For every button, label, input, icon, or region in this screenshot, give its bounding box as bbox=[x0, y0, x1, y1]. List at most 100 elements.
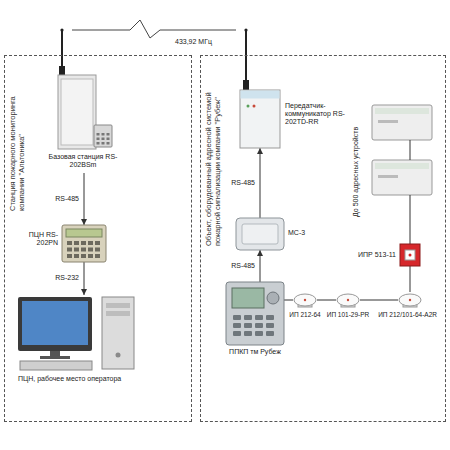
key bbox=[102, 142, 105, 145]
address-module-bottom bbox=[372, 160, 432, 195]
device-label: ИПР 513-11 bbox=[354, 251, 396, 259]
manual-call-point-icon bbox=[400, 244, 420, 266]
interface-label: RS-485 bbox=[54, 195, 80, 203]
module-band bbox=[375, 108, 429, 114]
key bbox=[266, 315, 274, 320]
key bbox=[244, 331, 252, 336]
antenna-base bbox=[243, 80, 249, 90]
key bbox=[81, 254, 86, 258]
key bbox=[107, 133, 110, 136]
key bbox=[255, 331, 263, 336]
device-label: ИП 212-64 bbox=[283, 311, 327, 318]
key bbox=[81, 248, 86, 252]
combined-detector-icon bbox=[398, 292, 422, 308]
system-unit bbox=[102, 297, 134, 369]
key bbox=[97, 142, 100, 145]
led bbox=[247, 105, 250, 108]
key bbox=[67, 248, 72, 252]
call-point-dot bbox=[409, 254, 412, 257]
interface-converter: МС-3 bbox=[236, 218, 284, 250]
key bbox=[74, 254, 79, 258]
detector-led bbox=[347, 299, 349, 301]
module-case bbox=[372, 160, 432, 195]
key bbox=[95, 241, 100, 245]
monitor bbox=[18, 297, 92, 351]
monitor-foot bbox=[40, 356, 70, 359]
key bbox=[67, 241, 72, 245]
device-label: ППКП тм Рубеж bbox=[216, 348, 294, 356]
transmitter-communicator: Передатчик-коммуникатор RS-202TD-RR bbox=[240, 90, 280, 148]
device-label: ИП 101-29-PR bbox=[322, 311, 374, 318]
converter-lid bbox=[242, 224, 278, 244]
transmitter-communicator-icon bbox=[240, 90, 280, 148]
module-slot bbox=[378, 175, 398, 178]
key bbox=[88, 254, 93, 258]
device-label: МС-3 bbox=[288, 229, 318, 237]
led bbox=[253, 105, 256, 108]
interface-label: RS-485 bbox=[230, 262, 256, 270]
detector-body bbox=[337, 294, 359, 306]
key bbox=[95, 254, 100, 258]
smoke-detector: ИП 212-64 bbox=[293, 292, 317, 308]
heat-detector: ИП 101-29-PR bbox=[336, 292, 360, 308]
panel-display bbox=[232, 288, 264, 308]
device-label: ИП 212/101-64-A2R bbox=[370, 311, 437, 318]
region-title: Станция пожарного мониторинга компании "… bbox=[9, 61, 26, 211]
device-label: ПЦН RS-202PN bbox=[16, 231, 58, 247]
operator-workstation: ПЦН, рабочее место оператора bbox=[14, 295, 150, 387]
key bbox=[233, 331, 241, 336]
key bbox=[107, 142, 110, 145]
key bbox=[244, 323, 252, 328]
region-title: Объект, оборудованный адресной системой … bbox=[205, 61, 222, 246]
power-button bbox=[116, 353, 121, 358]
device-label: Передатчик-коммуникатор RS-202TD-RR bbox=[285, 102, 345, 126]
cabinet-case bbox=[58, 75, 96, 149]
antenna-tip bbox=[244, 28, 247, 31]
base-station-icon bbox=[48, 75, 118, 153]
key bbox=[81, 241, 86, 245]
interface-link bbox=[260, 148, 261, 218]
key bbox=[266, 323, 274, 328]
interface-link bbox=[84, 173, 85, 225]
antenna-right bbox=[243, 28, 249, 90]
key bbox=[244, 315, 252, 320]
smoke-detector-icon bbox=[293, 292, 317, 308]
key bbox=[88, 248, 93, 252]
panel-case bbox=[62, 225, 106, 262]
interface-converter-icon bbox=[236, 218, 284, 250]
module-case bbox=[372, 105, 432, 140]
converter-case bbox=[236, 218, 284, 250]
panel-knob bbox=[267, 292, 279, 304]
key bbox=[102, 133, 105, 136]
drive-bay bbox=[106, 303, 130, 308]
key bbox=[97, 138, 100, 141]
heat-detector-icon bbox=[336, 292, 360, 308]
module-slot bbox=[378, 120, 398, 123]
monitoring-station-region: Станция пожарного мониторинга компании "… bbox=[4, 55, 192, 422]
monitoring-console-icon bbox=[62, 225, 106, 262]
loop-wire bbox=[410, 140, 411, 160]
loop-wire bbox=[317, 300, 336, 301]
cabinet-door bbox=[61, 79, 93, 145]
device-label: Базовая станция RS-202BSm bbox=[48, 153, 118, 169]
interface-link bbox=[260, 250, 261, 282]
keyboard bbox=[20, 361, 92, 370]
key bbox=[74, 248, 79, 252]
device-label: ПЦН, рабочее место оператора bbox=[18, 375, 150, 383]
radio-frequency: 433,92 МГц bbox=[165, 38, 222, 46]
detector-led bbox=[409, 299, 411, 301]
key bbox=[67, 254, 72, 258]
loop-wire bbox=[284, 300, 293, 301]
key bbox=[266, 331, 274, 336]
fire-control-panel-icon bbox=[226, 282, 284, 345]
loop-wire bbox=[410, 266, 411, 292]
key bbox=[233, 315, 241, 320]
detector-body bbox=[399, 294, 421, 306]
address-module-top bbox=[372, 105, 432, 140]
panel-display bbox=[66, 229, 102, 237]
antenna-left bbox=[59, 28, 65, 76]
base-station: Базовая станция RS-202BSm bbox=[48, 75, 118, 173]
protected-object-region: Объект, оборудованный адресной системой … bbox=[200, 55, 446, 422]
interface-label: RS-232 bbox=[54, 274, 80, 282]
combined-detector: ИП 212/101-64-A2R bbox=[398, 292, 422, 308]
